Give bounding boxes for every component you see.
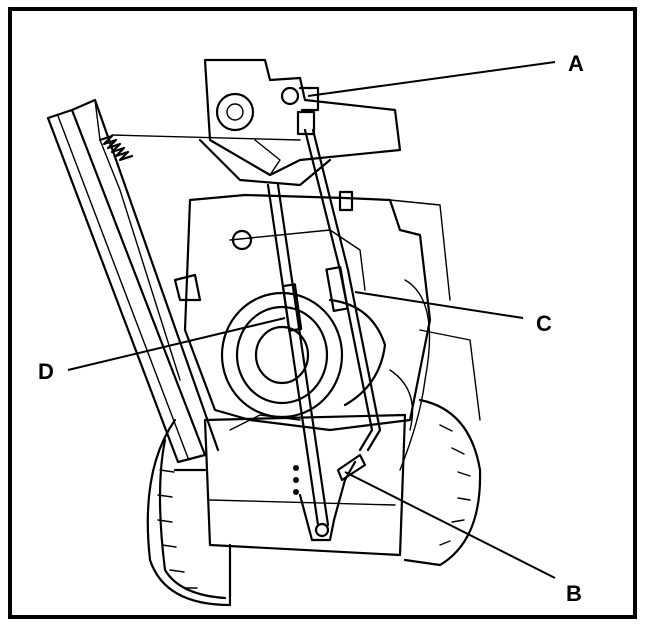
control-rods	[266, 128, 382, 542]
drive-pulley	[220, 291, 387, 419]
left-tire	[146, 418, 232, 607]
handle-bar-left	[46, 98, 220, 464]
leader-line-c	[354, 291, 524, 319]
upper-pivot-housing	[198, 58, 402, 187]
tension-spring	[94, 99, 301, 381]
figure-border	[8, 7, 637, 619]
right-tire	[403, 329, 482, 567]
callout-b: B	[566, 581, 582, 606]
callout-d: D	[38, 359, 54, 384]
engine-block	[173, 190, 451, 432]
leader-line-b	[344, 471, 556, 579]
leader-line-d	[67, 317, 286, 371]
right-wiring	[389, 279, 431, 471]
callout-a: A	[568, 51, 584, 76]
callout-c: C	[536, 311, 552, 336]
auger-housing	[173, 413, 407, 557]
leader-line-a	[307, 61, 556, 97]
